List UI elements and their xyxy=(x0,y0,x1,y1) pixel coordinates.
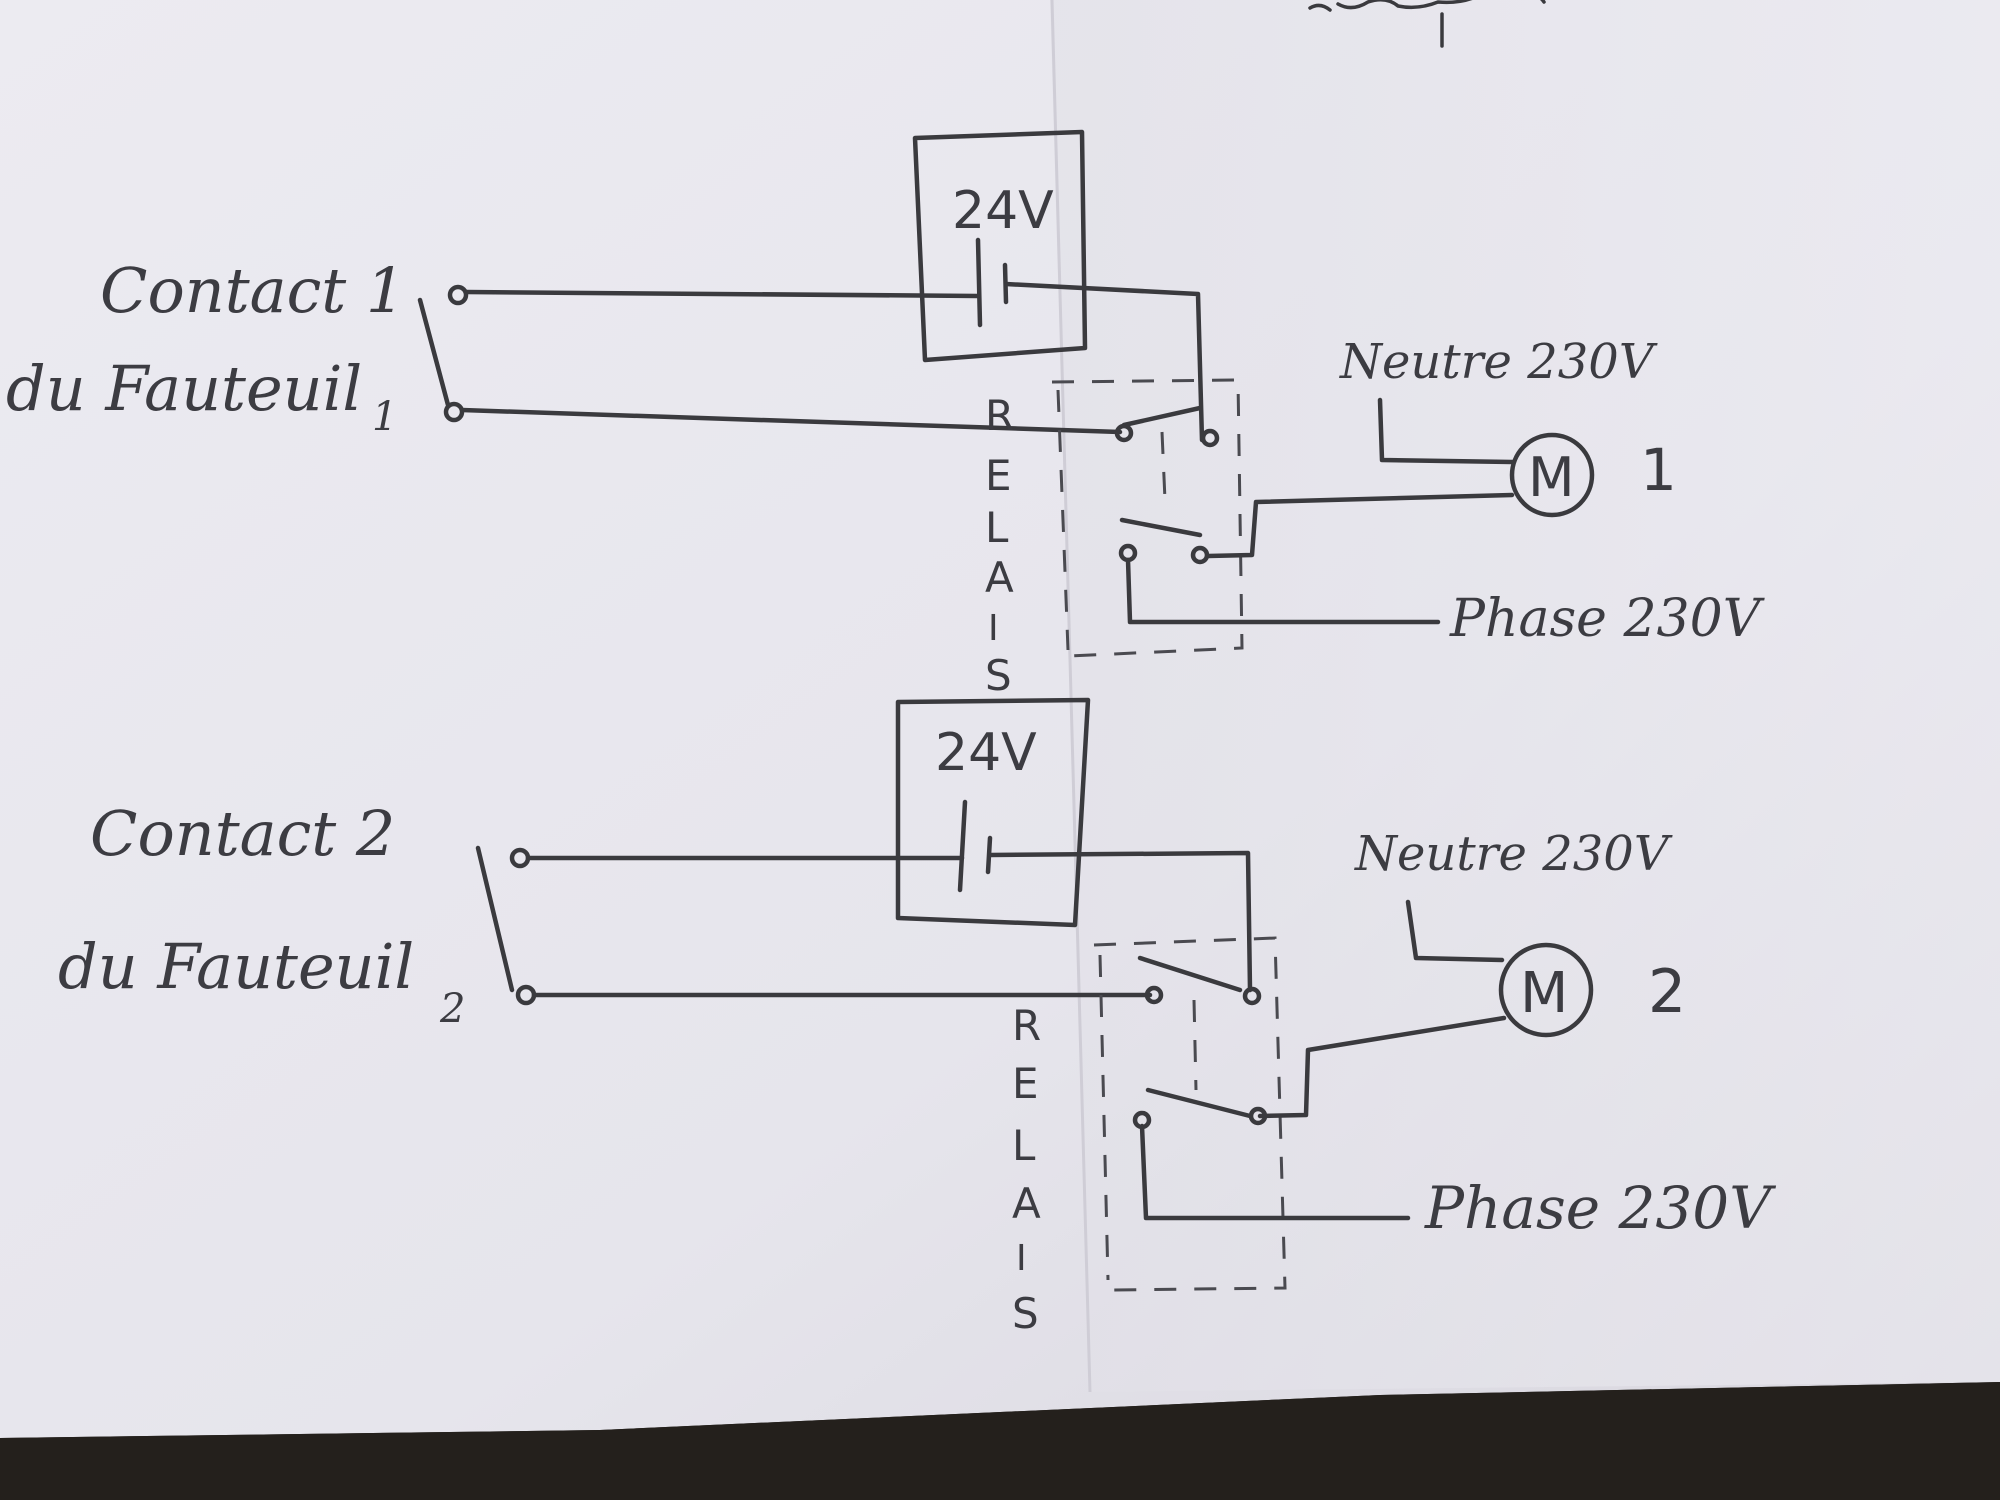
relay-1-contact-b xyxy=(1200,428,1220,448)
fauteuil-2-label: du Fauteuil xyxy=(58,930,414,1003)
supply-1-box xyxy=(912,129,1088,363)
relay-1-blade-top xyxy=(1121,405,1203,428)
relay-1-letter-s: S xyxy=(985,651,1012,700)
wire-1-neutral-to-motor xyxy=(1377,397,1515,465)
wire-1-motor-to-relay xyxy=(1205,492,1515,559)
motor-1-number: 1 xyxy=(1640,436,1677,504)
phase-1-label: Phase 230V xyxy=(1449,589,1765,649)
battery-2-long-plate xyxy=(957,799,968,893)
relay-1-letter-a: A xyxy=(985,553,1014,602)
wire-1-contact-to-relay xyxy=(459,407,1123,435)
relay-1-letter-l: L xyxy=(985,503,1009,552)
motor-1-symbol: M xyxy=(1528,446,1575,509)
relay-2-blade-top xyxy=(1137,955,1243,993)
relay-2-letter-l: L xyxy=(1012,1121,1036,1170)
relay-2-letters: R E L A I S xyxy=(1012,1001,1041,1338)
relay-2-letter-s: S xyxy=(1012,1289,1039,1338)
relay-2-letter-i: I xyxy=(1016,1238,1027,1279)
relay-1-blade-bottom xyxy=(1119,517,1203,538)
wire-1-battery-to-relay xyxy=(1003,281,1205,443)
relay-2-letter-r: R xyxy=(1012,1001,1041,1050)
relay-2-letter-a: A xyxy=(1012,1179,1041,1228)
wire-2-motor-to-relay xyxy=(1257,1015,1507,1119)
battery-1-long-plate xyxy=(975,237,983,328)
motor-1-circle xyxy=(1509,432,1595,518)
fauteuil-1-subscript: 1 xyxy=(372,394,397,440)
relay-1-outline xyxy=(1051,378,1244,658)
motor-2-number: 2 xyxy=(1648,957,1686,1027)
header-scrawl xyxy=(1308,0,1546,48)
relay-2-blade-bottom xyxy=(1145,1087,1253,1119)
paper-bottom-shadow xyxy=(0,1382,2000,1500)
paper-fold-crease xyxy=(1050,0,1092,1393)
circuit-1: Contact 1 du Fauteuil 1 24V R E L A I S xyxy=(6,129,1765,700)
contact-2-switch-blade xyxy=(475,845,515,993)
paper-fold-half xyxy=(1050,0,2000,1392)
relay-1-letter-i: I xyxy=(988,608,999,649)
relay-2-contact-b xyxy=(1242,986,1262,1006)
contact-1-label: Contact 1 xyxy=(100,254,405,327)
relay-1-letter-e: E xyxy=(985,451,1012,500)
supply-2-box xyxy=(895,697,1091,928)
wire-2-battery-to-relay xyxy=(987,850,1253,993)
neutral-2-label: Neutre 230V xyxy=(1354,826,1673,882)
fauteuil-1-label: du Fauteuil xyxy=(6,352,362,425)
fauteuil-2-subscript: 2 xyxy=(439,986,465,1032)
wire-2-phase-to-relay xyxy=(1139,1123,1411,1221)
contact-1-terminal-top xyxy=(447,284,469,306)
relay-2-letter-e: E xyxy=(1012,1059,1039,1108)
motor-2-symbol: M xyxy=(1520,961,1568,1026)
wire-2-neutral-to-motor xyxy=(1405,899,1505,963)
neutral-1-label: Neutre 230V xyxy=(1339,334,1658,390)
circuit-2: Contact 2 du Fauteuil 2 24V R E L A I S xyxy=(58,697,1776,1338)
relay-2-contact-a xyxy=(1144,985,1164,1005)
contact-1-switch-blade xyxy=(417,297,451,408)
wire-1-phase-to-relay xyxy=(1125,557,1441,625)
phase-2-label: Phase 230V xyxy=(1424,1174,1776,1242)
supply-2-label: 24V xyxy=(935,723,1037,783)
contact-2-label: Contact 2 xyxy=(90,797,395,870)
relay-1-letters: R E L A I S xyxy=(985,391,1014,700)
motor-2-circle xyxy=(1498,942,1594,1038)
supply-1-label: 24V xyxy=(952,181,1054,241)
wire-1-contact-to-battery xyxy=(463,289,981,299)
relay-2-outline xyxy=(1093,936,1287,1292)
relay-1-letter-r: R xyxy=(985,391,1014,440)
